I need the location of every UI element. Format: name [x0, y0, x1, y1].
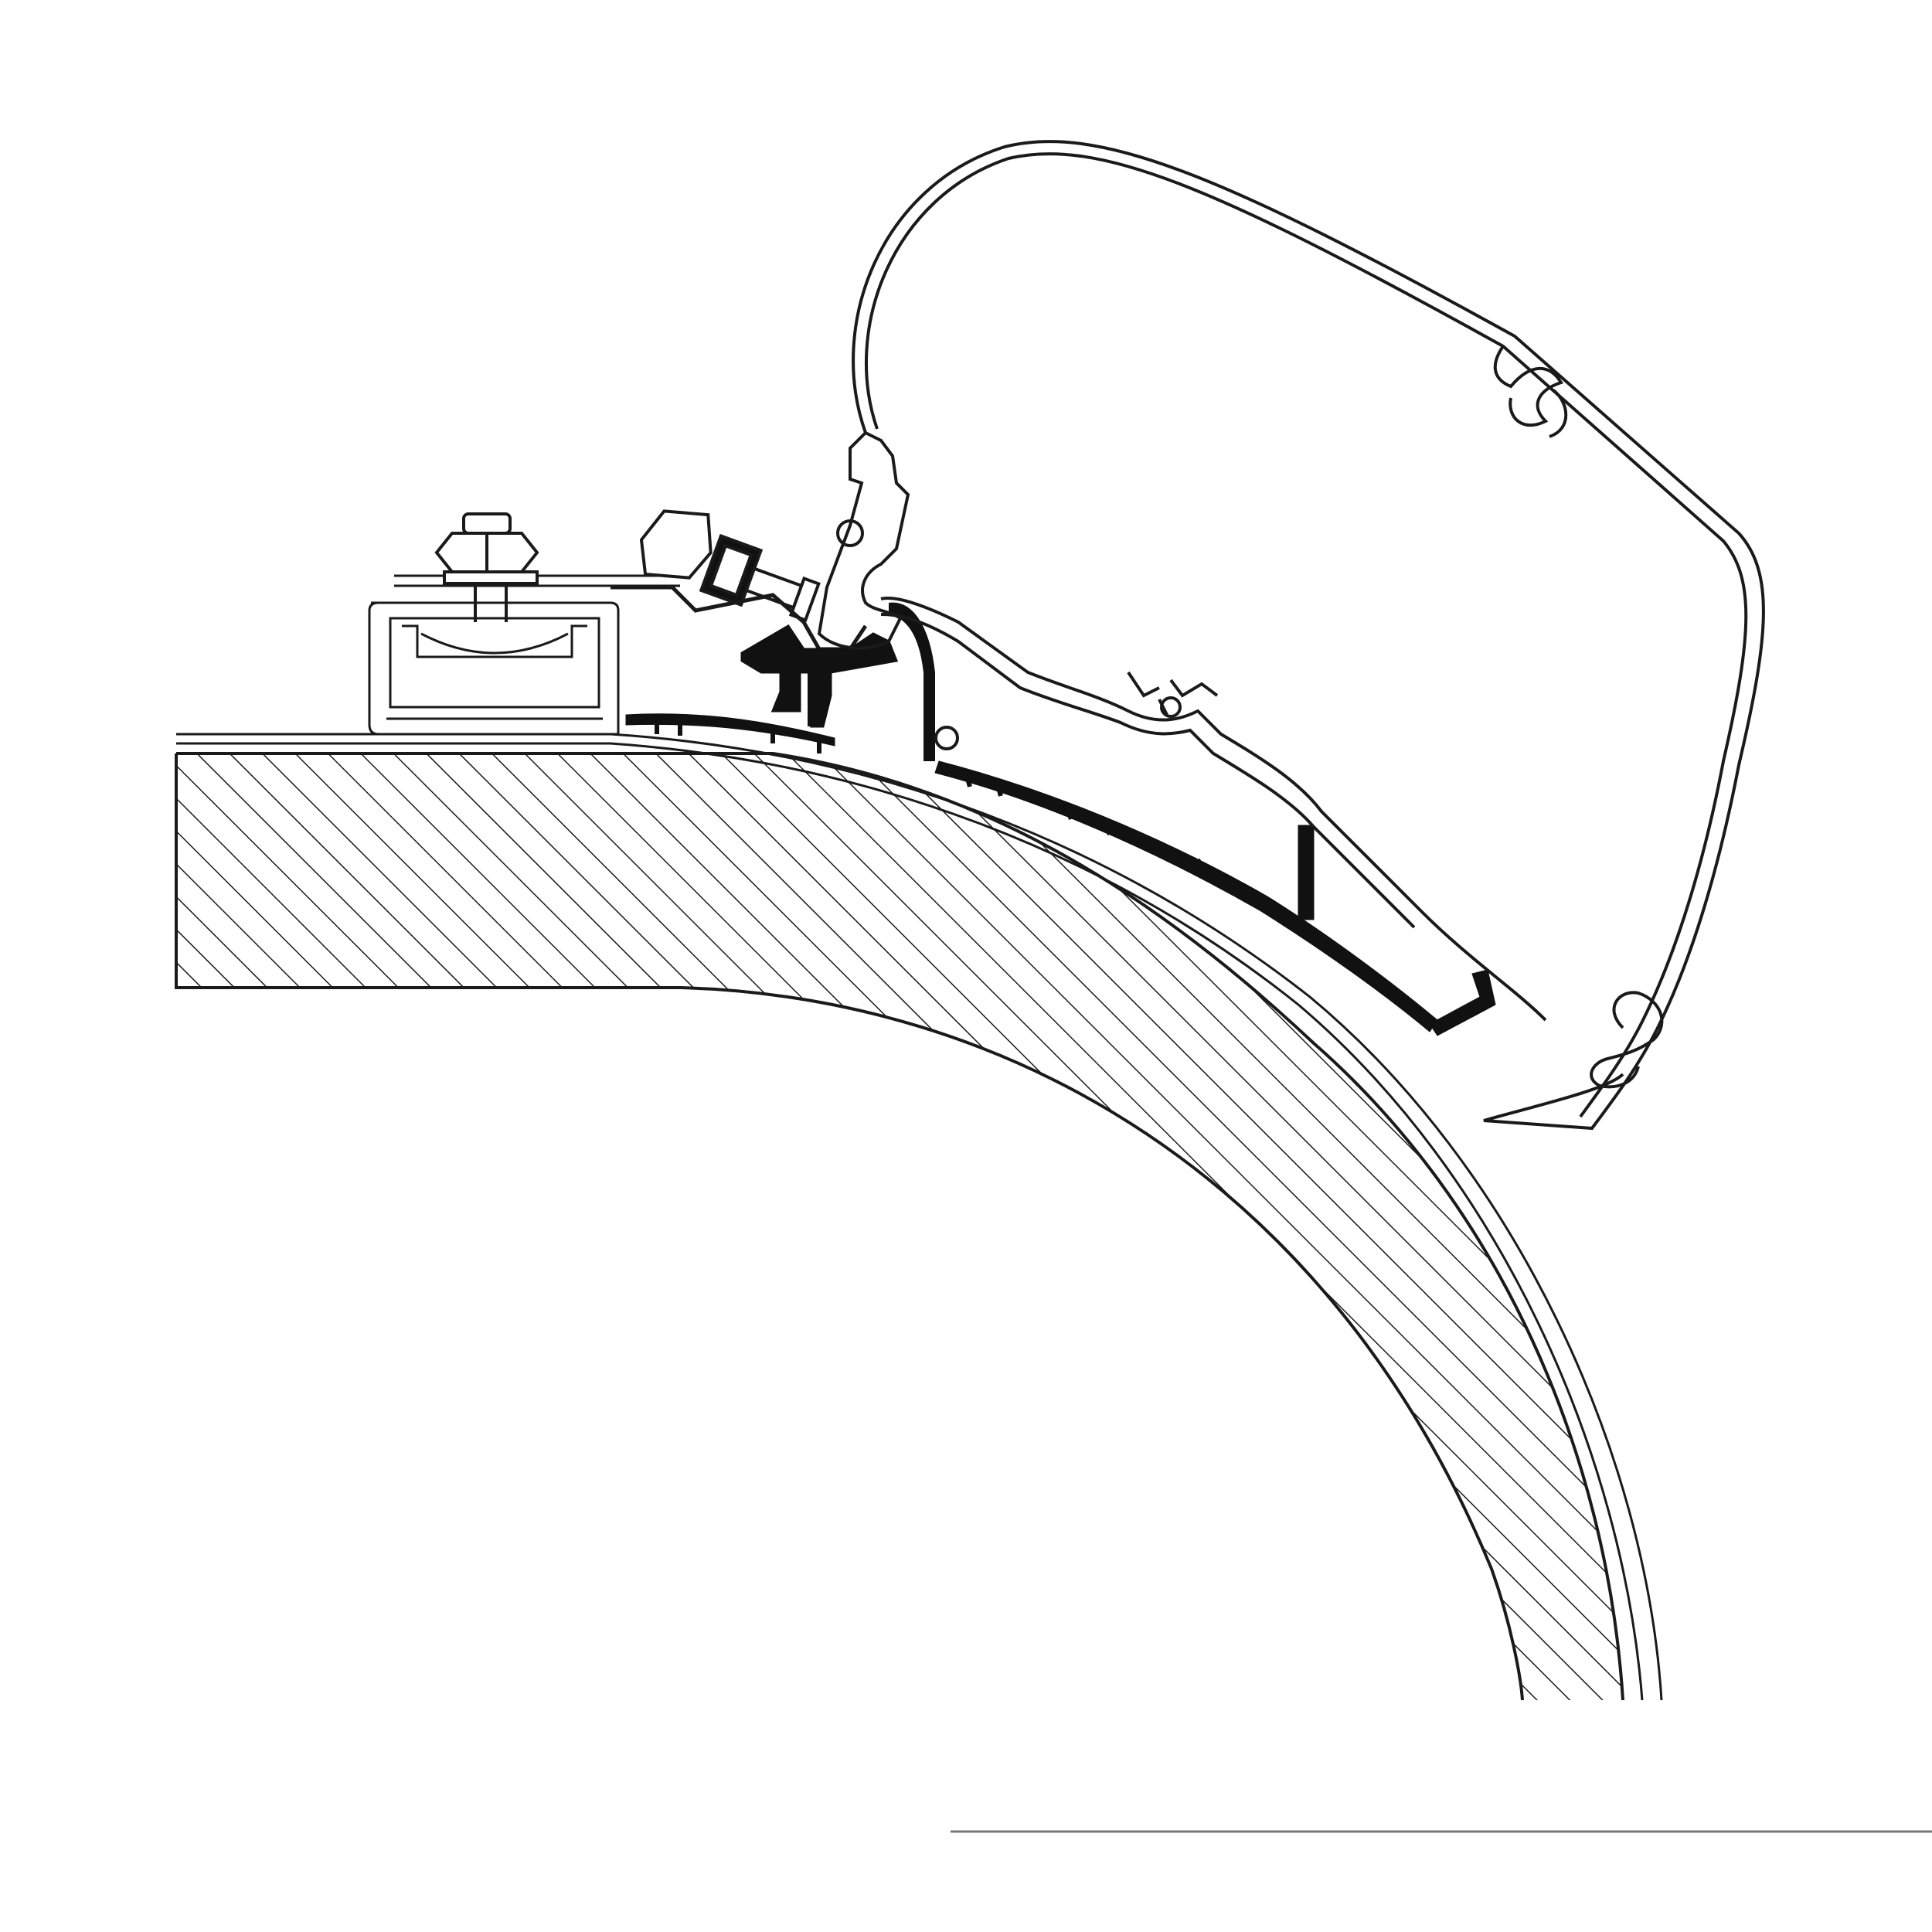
cassette-fitting-mid: [1127, 671, 1219, 716]
bolt-assembly-angled: [639, 509, 821, 622]
awning-cassette: [817, 140, 1765, 1131]
rail-body: [368, 601, 620, 736]
roof-section: [175, 733, 1663, 1701]
cassette-inner-shell: [865, 152, 1748, 1118]
seal-teeth: [655, 723, 1377, 984]
adapter-profile: [611, 585, 935, 761]
adapter-fitting-gear: [934, 726, 959, 750]
cassette-hinge: [817, 430, 910, 650]
cassette-fitting-gear: [1160, 696, 1182, 718]
angled-bolt-head: [639, 509, 713, 580]
cassette-arm-inner: [880, 613, 1416, 929]
bolt-assembly-vertical: [434, 512, 539, 622]
adapter-hook: [889, 602, 935, 761]
adapter-stem: [808, 668, 819, 726]
rubber-seal: [625, 713, 1496, 1036]
cassette-fitting-top: [836, 519, 864, 547]
seal-strip-right: [934, 760, 1438, 1032]
angled-shaft: [744, 566, 804, 610]
cassette-clip-top: [1493, 345, 1568, 438]
cassette-arm: [880, 597, 1547, 1022]
cassette-outer-shell: [852, 140, 1765, 1131]
rail-inner-channel: [389, 617, 600, 709]
bolt-nut-top: [462, 512, 512, 535]
bolt-washer: [443, 570, 539, 585]
cassette-clip-bottom: [1590, 991, 1664, 1089]
angled-nut-inner: [709, 543, 753, 597]
roof-hatch-fill: [176, 753, 1623, 1700]
mounting-rail: [368, 574, 680, 736]
rail-slider: [420, 632, 569, 655]
